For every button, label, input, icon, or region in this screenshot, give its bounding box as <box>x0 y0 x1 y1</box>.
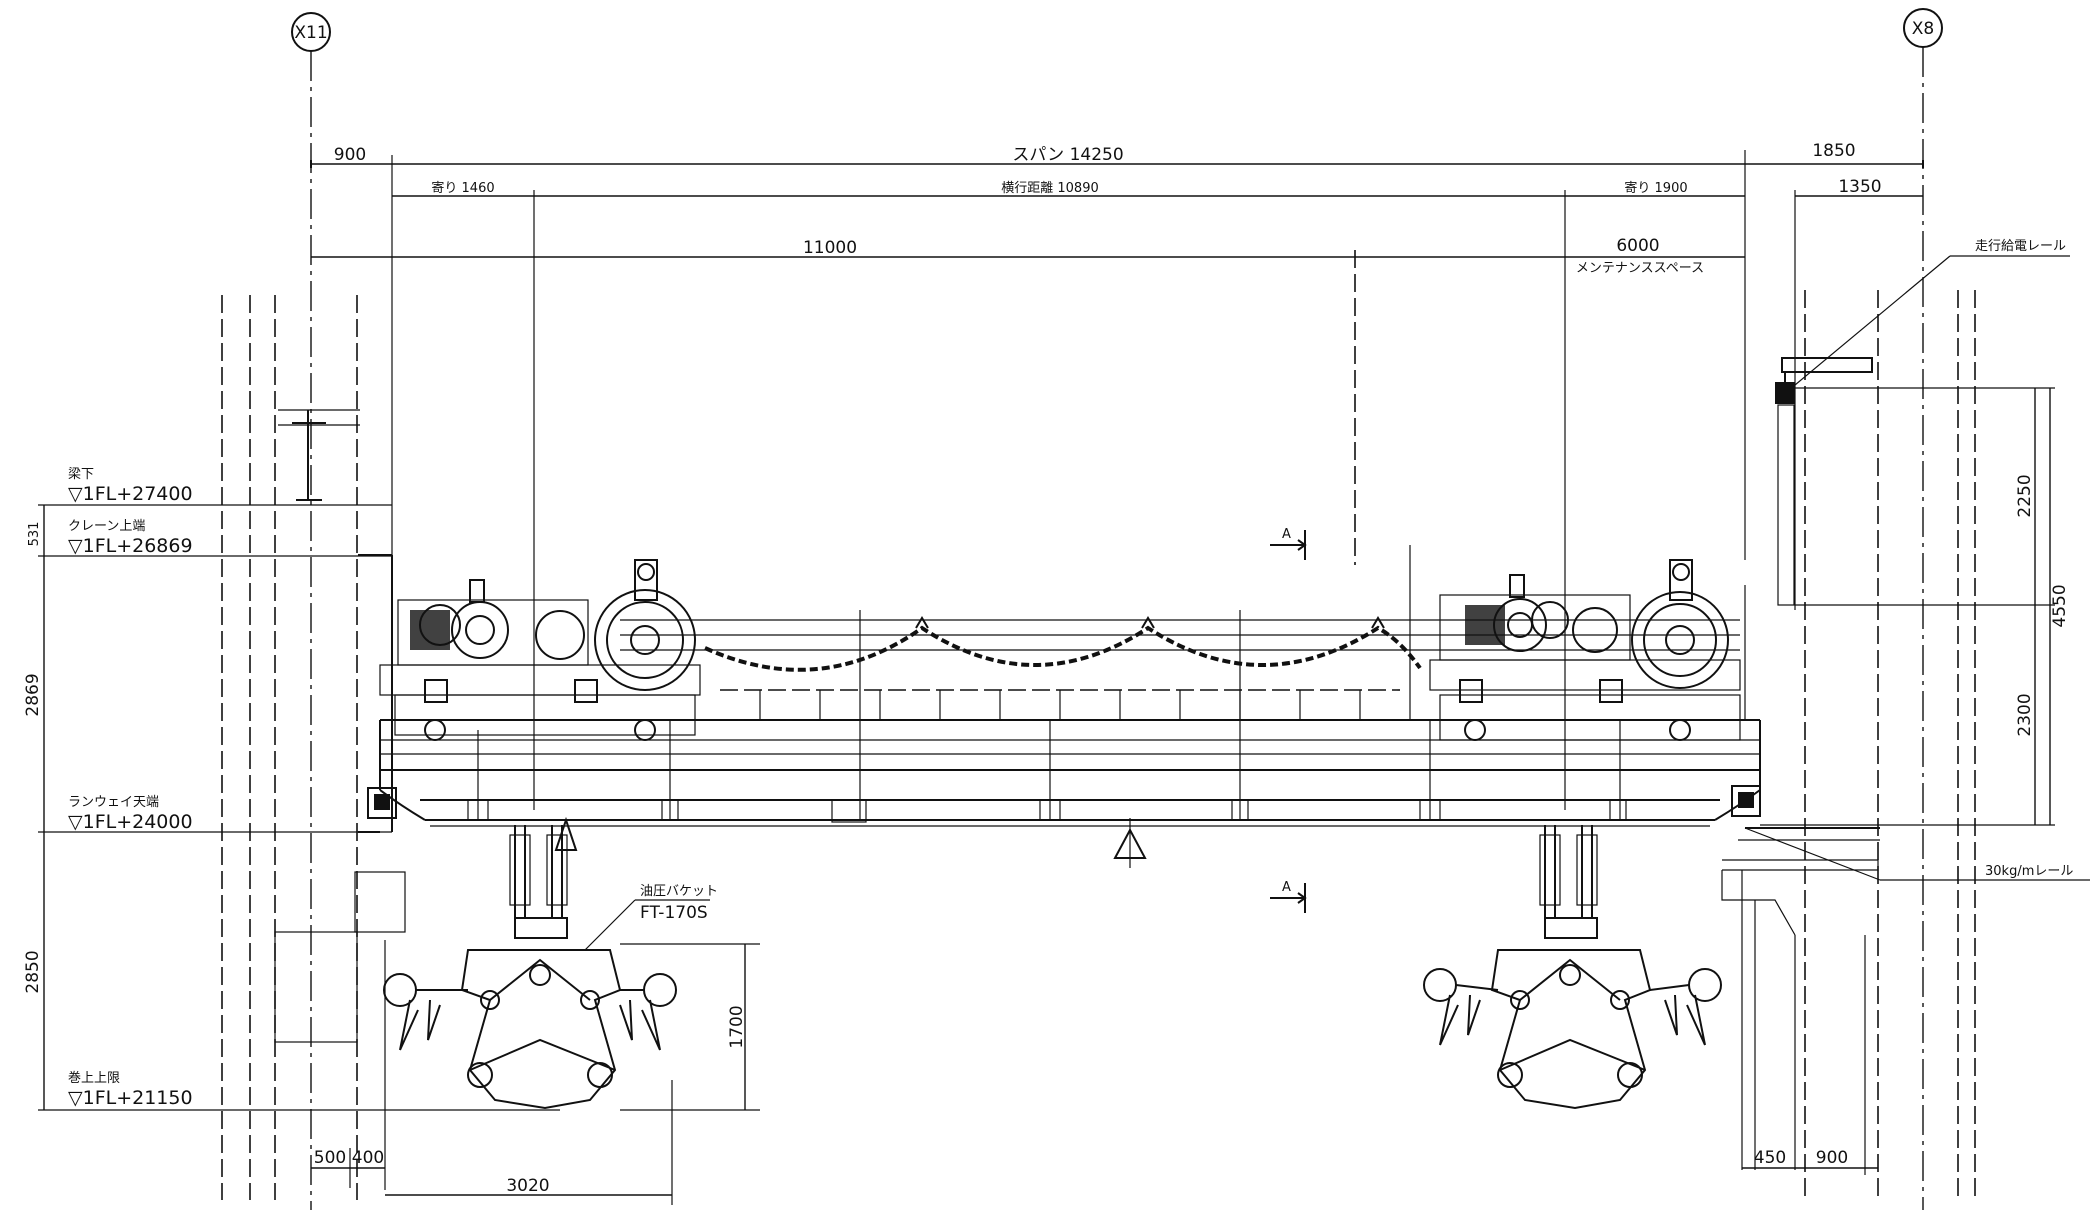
section-markers: A A <box>1270 527 1307 913</box>
top-dimensions: 900 スパン 14250 1850 寄り 1460 横行距離 10890 寄り… <box>310 141 1924 810</box>
dim-2869: 2869 <box>23 673 43 716</box>
power-rail-label: 走行給電レール <box>1975 239 2066 254</box>
bottom-dimensions: 500 400 3020 450 900 <box>311 1080 1878 1205</box>
dim-6000: 6000 <box>1616 236 1659 256</box>
dim-2250: 2250 <box>2015 474 2035 517</box>
dim-450: 450 <box>1754 1148 1786 1168</box>
grid-axis-x11: X11 <box>291 12 331 1210</box>
dim-span: スパン 14250 <box>1012 145 1123 165</box>
grid-axis-x8: X8 <box>1903 8 1943 1210</box>
rail-label: 30kg/mレール <box>1985 864 2073 879</box>
runway-left <box>274 554 406 1190</box>
power-supply-rail: 走行給電レール 2250 4550 2300 <box>1760 239 2070 826</box>
level-name-hoist-limit: 巻上上限 <box>68 1071 120 1086</box>
building-columns <box>221 290 1976 1200</box>
dim-1350: 1350 <box>1838 177 1881 197</box>
dim-2300: 2300 <box>2015 693 2035 736</box>
dim-yori-right: 寄り 1900 <box>1624 180 1687 196</box>
level-name-crane-top: クレーン上端 <box>68 519 145 534</box>
trolley-left <box>379 559 701 741</box>
dim-3020: 3020 <box>506 1176 549 1196</box>
dim-531: 531 <box>27 522 42 547</box>
level-value-crane-top: ▽1FL+26869 <box>68 535 193 557</box>
bucket-label: 油圧バケット <box>640 884 718 899</box>
trolley-right <box>1409 545 1746 741</box>
dim-4550: 4550 <box>2050 584 2070 627</box>
level-name-runway-top: ランウェイ天端 <box>68 795 159 810</box>
grid-label-right: X8 <box>1912 19 1934 39</box>
section-label-bottom: A <box>1282 880 1291 895</box>
level-lines: 梁下 ▽1FL+27400 クレーン上端 ▽1FL+26869 ランウェイ天端 … <box>23 467 560 1111</box>
dim-yori-left: 寄り 1460 <box>431 180 494 196</box>
bucket-right <box>1423 825 1722 1110</box>
section-label-top: A <box>1282 527 1291 542</box>
dim-2850: 2850 <box>23 950 43 993</box>
grid-label-left: X11 <box>294 23 327 43</box>
dim-500: 500 <box>314 1148 346 1168</box>
level-value-runway-top: ▽1FL+24000 <box>68 811 193 833</box>
maintenance-space-label: メンテナンススペース <box>1576 261 1704 276</box>
dim-11000: 11000 <box>803 238 857 258</box>
dim-1850: 1850 <box>1812 141 1855 161</box>
dim-travel: 横行距離 10890 <box>1001 181 1099 196</box>
level-value-hoist-limit: ▽1FL+21150 <box>68 1087 193 1109</box>
level-name-beam-bottom: 梁下 <box>68 467 94 482</box>
dim-900: 900 <box>334 145 366 165</box>
bucket-model: FT-170S <box>640 903 708 923</box>
dim-900-bottom: 900 <box>1816 1148 1848 1168</box>
festoon-cable <box>620 616 1740 672</box>
runway-rail-right: 30kg/mレール <box>1721 827 2090 1175</box>
crane-girder <box>367 610 1761 868</box>
level-value-beam-bottom: ▽1FL+27400 <box>68 483 193 505</box>
dim-400: 400 <box>352 1148 384 1168</box>
bucket-left <box>383 816 677 1110</box>
bucket-callout: 油圧バケット FT-170S 1700 <box>584 884 760 1111</box>
dim-1700: 1700 <box>727 1005 747 1048</box>
